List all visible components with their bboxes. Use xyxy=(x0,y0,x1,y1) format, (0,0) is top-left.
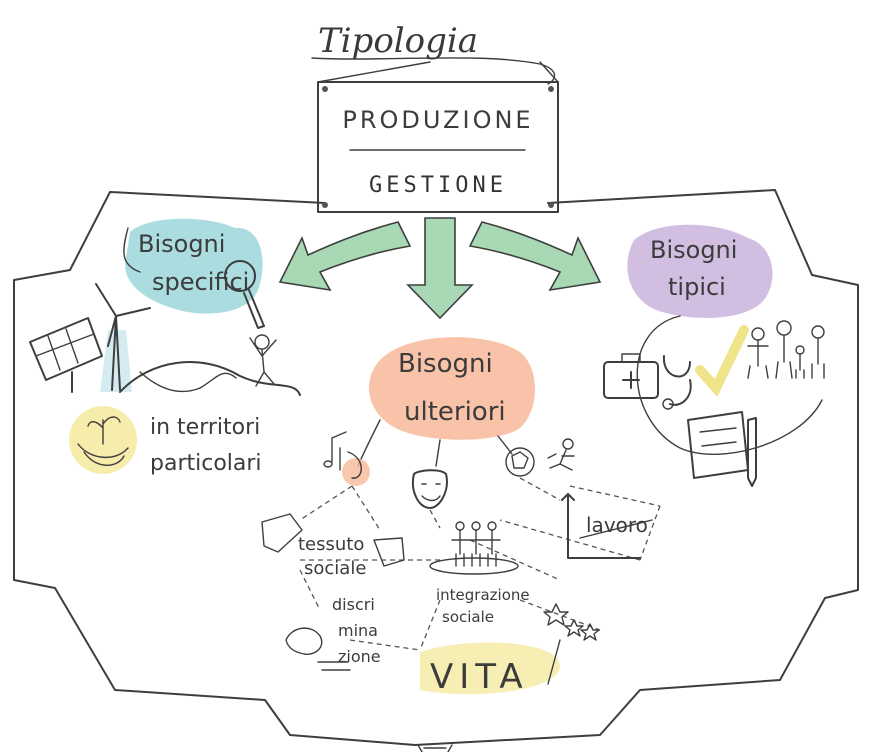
label-lavoro: lavoro xyxy=(586,513,648,537)
cloud-specifici xyxy=(125,218,263,314)
arrow-left xyxy=(278,221,412,292)
cloud-ulteriori-line1: Bisogni xyxy=(398,349,493,379)
music-notes-icon xyxy=(323,431,370,486)
label-tessuto-1: tessuto xyxy=(298,534,364,555)
soccer-ball-icon xyxy=(505,447,535,477)
label-integrazione-2: sociale xyxy=(442,608,494,626)
book-pencil-icon xyxy=(687,411,757,487)
hands-plant-icon xyxy=(69,406,137,474)
family-icon xyxy=(747,320,825,379)
arrow-down xyxy=(406,217,474,320)
dashed-ring-tipici xyxy=(636,315,823,455)
checkmark-icon xyxy=(695,325,749,397)
cloud-ulteriori xyxy=(368,337,535,440)
medical-kit-icon xyxy=(603,353,659,399)
handshake-icon xyxy=(261,513,405,567)
stethoscope-icon xyxy=(662,355,692,410)
landscape-line xyxy=(119,361,301,396)
diagram-title: Tipologia xyxy=(318,21,478,61)
stars-icon xyxy=(543,603,600,685)
outline-shape xyxy=(13,189,859,746)
label-integrazione-1: integrazione xyxy=(436,586,530,604)
cloud-tipici xyxy=(627,224,773,318)
label-discri-3: zione xyxy=(338,647,381,666)
lavoro-underline xyxy=(579,519,653,539)
sign-management: GESTIONE xyxy=(369,173,507,198)
ulteriori-branch-mid xyxy=(435,439,441,467)
person-cheering-icon xyxy=(249,334,277,387)
cloud-tipici-line1: Bisogni xyxy=(650,236,737,264)
cloud-specifici-line1: Bisogni xyxy=(138,230,225,258)
label-territori-1: in territori xyxy=(150,415,260,440)
people-group-icon xyxy=(429,521,519,575)
cloud-ulteriori-line2: ulteriori xyxy=(404,397,506,427)
runner-icon xyxy=(547,438,575,471)
magnifier-icon xyxy=(224,260,265,329)
sign-production: PRODUZIONE xyxy=(342,106,533,134)
label-tessuto-2: sociale xyxy=(304,558,366,579)
label-vita: VITA xyxy=(430,657,529,697)
arrow-right xyxy=(468,221,602,292)
network-lines xyxy=(299,477,661,651)
label-territori-2: particolari xyxy=(150,451,262,476)
cloud-specifici-line2: specifici xyxy=(152,268,249,296)
label-discri-2: mina xyxy=(338,621,378,640)
cloud-tipici-line2: tipici xyxy=(668,273,726,301)
ulteriori-branch-right xyxy=(497,435,513,455)
solar-panel-icon xyxy=(29,317,103,393)
bottom-tab xyxy=(417,744,453,752)
chart-axes-icon xyxy=(561,493,641,559)
wind-turbine-icon xyxy=(95,283,151,392)
sign-board: PRODUZIONE GESTIONE xyxy=(317,61,559,213)
vita-highlight xyxy=(420,642,560,695)
title-underline xyxy=(311,57,556,85)
label-discri-1: discri xyxy=(332,595,375,614)
wave-line xyxy=(139,371,237,393)
hand-stop-icon xyxy=(285,627,351,671)
theater-mask-icon xyxy=(412,469,448,509)
